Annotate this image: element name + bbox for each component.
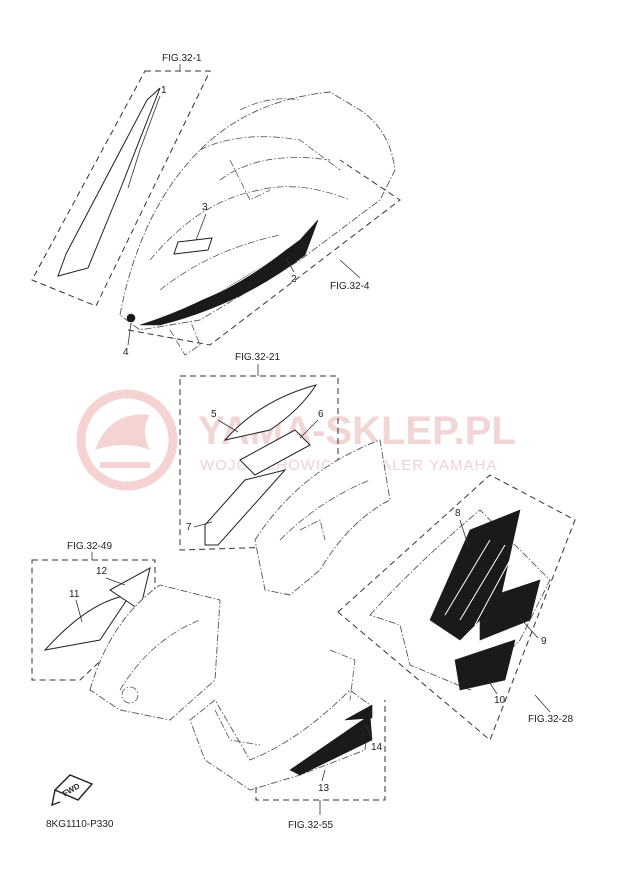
front-cowl-edge-1: [199, 136, 341, 171]
front-cowl-edge-3: [149, 186, 351, 261]
fig-32-28-box: [337, 474, 576, 741]
fig-32-49-label: FIG.32-49: [67, 541, 112, 552]
left-cover-hole: [121, 686, 139, 704]
callout-9: 9: [541, 636, 547, 647]
callout-10-leader: [487, 679, 498, 695]
front-cowl-edge-5: [239, 98, 301, 111]
callout-1-leader-b: [127, 149, 141, 189]
callout-1: 1: [161, 85, 167, 96]
fig-32-28-leader: [534, 694, 551, 713]
fig-32-21-box: [179, 375, 339, 551]
fig-32-55-box: [255, 700, 386, 801]
callout-3: 3: [202, 202, 208, 213]
fig-32-1-group: FIG.32-1 1: [31, 53, 211, 307]
middle-side-panel-tab: [299, 519, 326, 541]
drawing-code: 8KG1110-P330: [46, 819, 114, 830]
fig-32-1-box: [31, 70, 211, 307]
middle-side-panel-body: [254, 439, 391, 596]
fig-32-55-label: FIG.32-55: [288, 820, 333, 831]
callout-4: 4: [123, 347, 129, 358]
callout-4-leader: [127, 322, 132, 346]
front-cowl-edge-4: [159, 234, 281, 291]
fig-32-4-group: FIG.32-4: [127, 159, 401, 346]
front-cowl: 3 2 4: [119, 91, 396, 358]
fwd-arrow-icon: FWD: [51, 774, 94, 807]
front-cowl-edge-6: [229, 159, 271, 201]
callout-6: 6: [318, 409, 324, 420]
fig-32-21-group: FIG.32-21 5 6 7: [179, 352, 339, 551]
callout-8: 8: [455, 508, 461, 519]
callout-5: 5: [211, 409, 217, 420]
part-7-decal: [204, 469, 287, 546]
part-8-stripes: [444, 539, 511, 626]
callout-3-leader: [195, 213, 207, 241]
callout-8-leader: [459, 519, 469, 546]
part-1-strip: [57, 87, 161, 277]
fig-32-28-group: 8 9 10 FIG.32-28: [337, 474, 576, 741]
callout-6-leader: [299, 419, 319, 439]
middle-side-panel-edge: [279, 479, 371, 541]
callout-9-leader: [519, 617, 539, 639]
fig-32-4-leader: [339, 259, 361, 279]
fig-32-49-group: FIG.32-49 11 12: [31, 541, 221, 721]
fig-32-4-box: [127, 159, 401, 346]
part-9-decal: [479, 579, 541, 641]
callout-14-leader: [365, 724, 373, 741]
fig-32-28-label: FIG.32-28: [528, 714, 573, 725]
part-2-decal-stripe: [199, 249, 286, 301]
callout-14: 14: [371, 742, 383, 753]
callout-12: 12: [96, 566, 108, 577]
middle-side-panel: [254, 439, 391, 596]
part-4-badge: [126, 313, 136, 323]
fig-32-4-label: FIG.32-4: [330, 281, 370, 292]
part-8-decal: [429, 509, 521, 641]
left-cover-edge: [119, 619, 201, 691]
callout-1-leader: [139, 95, 161, 151]
callout-5-leader: [217, 419, 239, 433]
part-6-decal: [239, 429, 311, 476]
fig-32-55-group: 14 13 FIG.32-55: [189, 649, 386, 831]
callout-13: 13: [318, 783, 330, 794]
part-10-decal: [454, 639, 516, 691]
front-cowl-body: [119, 91, 396, 331]
part-5-decal: [223, 384, 318, 441]
part-3-emblem: [173, 237, 213, 255]
part-14-decal: [344, 704, 373, 721]
callout-11-leader: [75, 599, 83, 623]
callout-11: 11: [69, 589, 80, 600]
callout-7-leader: [193, 521, 213, 528]
fig-32-21-label: FIG.32-21: [235, 352, 280, 363]
part-2-side-decal: [139, 219, 319, 326]
watermark-logo-icon: [76, 389, 178, 491]
bottom-cover-edge: [214, 709, 261, 746]
front-cowl-edge-2: [219, 157, 331, 181]
bottom-cover-body: [189, 689, 371, 791]
bottom-cover-stay: [329, 649, 356, 701]
callout-2: 2: [291, 274, 297, 285]
front-cowl-flap: [169, 319, 201, 356]
callout-12-leader: [105, 577, 126, 586]
callout-7: 7: [186, 522, 192, 533]
part-12-decal: [109, 567, 151, 611]
fig-32-1-label: FIG.32-1: [162, 53, 202, 64]
callout-10: 10: [494, 695, 506, 706]
callout-13-leader: [321, 769, 326, 782]
callout-2-leader: [285, 257, 295, 273]
